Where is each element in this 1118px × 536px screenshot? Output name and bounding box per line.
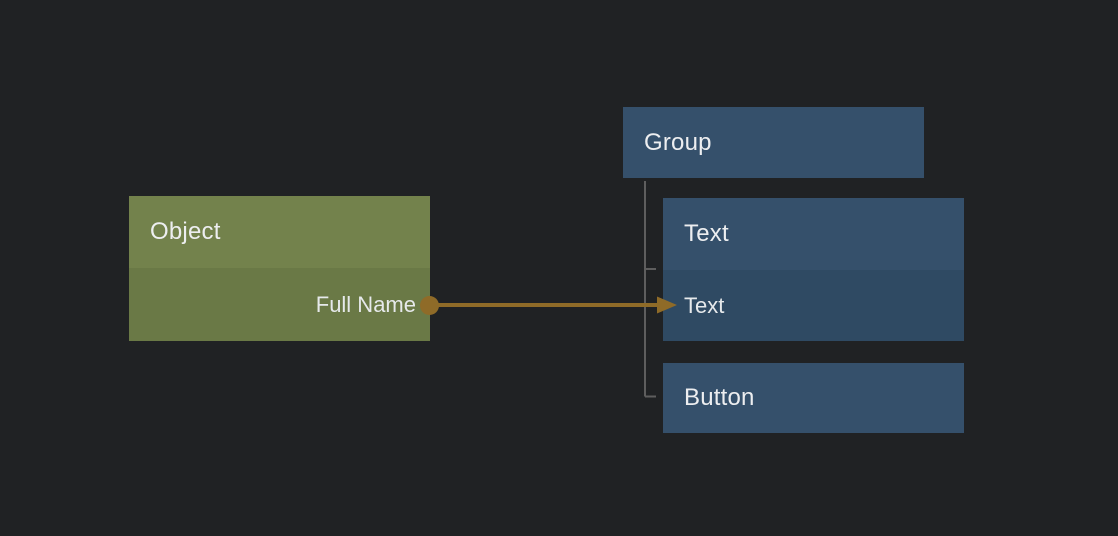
node-text[interactable]: Text Text (663, 198, 964, 341)
node-text-header[interactable]: Text (663, 198, 964, 270)
node-object-title: Object (150, 218, 221, 245)
node-object-output-row[interactable]: Full Name (129, 268, 430, 341)
output-full-name-label: Full Name (315, 291, 416, 317)
node-group-title: Group (644, 128, 712, 156)
text-property-label: Text (684, 292, 725, 318)
node-button[interactable]: Button (663, 363, 964, 433)
node-button-title: Button (684, 384, 755, 411)
node-text-property-row[interactable]: Text (663, 270, 964, 341)
node-button-header[interactable]: Button (663, 363, 964, 433)
connection-wire[interactable] (437, 296, 677, 314)
node-text-title: Text (684, 220, 729, 247)
node-object[interactable]: Object Full Name (129, 196, 430, 341)
tree-connector-lines (644, 181, 656, 398)
full-name-output-port-icon[interactable] (420, 295, 439, 315)
node-group[interactable]: Group (623, 107, 924, 178)
node-object-header[interactable]: Object (129, 196, 430, 268)
node-group-header[interactable]: Group (623, 107, 924, 178)
